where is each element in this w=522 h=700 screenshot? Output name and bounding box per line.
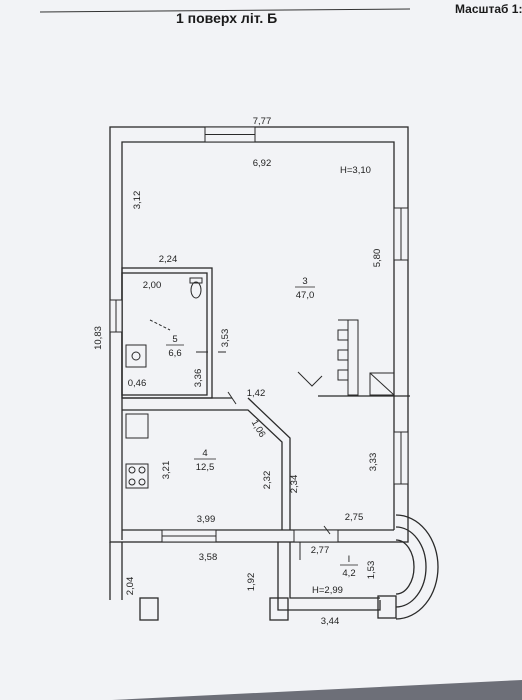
- porch-column-left: [269, 597, 289, 621]
- scale-label: Масштаб 1:: [455, 2, 522, 16]
- tick: [323, 525, 331, 535]
- burner-icon: [128, 478, 136, 486]
- porch-inner-walls: [289, 542, 380, 599]
- room-3-area: 47,0: [296, 290, 315, 301]
- fixtures: [125, 277, 203, 489]
- stair-steps: [337, 319, 349, 390]
- dim-kitchen-right: 2,32: [262, 471, 273, 490]
- dim-porch-right: 1,53: [366, 561, 377, 580]
- dim-hall-bottom: 2,75: [345, 512, 364, 523]
- burner-icon: [138, 466, 146, 474]
- dim-porch-left: 1,92: [246, 573, 257, 592]
- pipe-line: [149, 319, 171, 331]
- room-5-number: 5: [172, 334, 177, 345]
- porch-walls: [277, 542, 381, 611]
- room-I-number: I: [348, 554, 351, 565]
- walls: [109, 126, 439, 621]
- height-main-label: H=3,10: [340, 165, 371, 176]
- dim-bath-width-outer: 2,24: [159, 254, 178, 265]
- tick: [227, 391, 237, 405]
- windows: [109, 126, 409, 560]
- dim-kitchen-left: 3,21: [161, 461, 172, 480]
- dim-hall-left: 2,34: [289, 475, 300, 494]
- stair-arrow: [297, 371, 323, 387]
- dim-inner-width: 6,92: [253, 158, 272, 169]
- room-3-number: 3: [302, 276, 307, 287]
- dimension-ticks: [196, 351, 331, 535]
- burner-icon: [128, 466, 136, 474]
- room-I-area: 4,2: [342, 568, 355, 579]
- dim-right-upper: 5,80: [372, 249, 383, 268]
- sink-icon: [125, 344, 147, 368]
- dim-kitchen-top: 1,42: [247, 388, 266, 399]
- room-4-area: 12,5: [196, 462, 215, 473]
- kitchen-partition: [122, 409, 283, 530]
- outer-wall: [109, 126, 409, 543]
- dim-bath-wall-left: 3,36: [193, 369, 204, 388]
- dim-terrace-height: 2,04: [125, 577, 136, 596]
- porch-steps-outer: [395, 514, 439, 620]
- dim-bath-height: 3,53: [220, 329, 231, 348]
- dim-bath-width-inner: 2,00: [143, 280, 162, 291]
- stair-rail: [347, 319, 359, 396]
- room-5-area: 6,6: [168, 348, 181, 359]
- kitchen-sink-icon: [125, 413, 149, 439]
- terrace-column: [139, 597, 159, 621]
- dim-terrace-width: 3,58: [199, 552, 218, 563]
- door-hall: [293, 529, 339, 543]
- burner-icon: [138, 478, 146, 486]
- plan-title: 1 поверх літ. Б: [176, 10, 278, 26]
- dim-hall-right: 3,33: [368, 453, 379, 472]
- sink-drain-icon: [131, 351, 141, 361]
- dim-outer-width: 7,77: [253, 116, 272, 127]
- toilet-tank-icon: [189, 277, 203, 284]
- room-4-number: 4: [202, 448, 207, 459]
- dim-bottom-width: 3,44: [321, 616, 340, 627]
- dim-left-upper: 3,12: [132, 191, 143, 210]
- porch-steps-inner: [395, 539, 415, 595]
- staircase: [297, 319, 395, 396]
- chimney: [369, 372, 395, 396]
- stove-icon: [125, 463, 149, 489]
- chimney-cross: [369, 372, 395, 396]
- toilet-icon: [190, 281, 202, 299]
- header-rule: [39, 8, 411, 13]
- porch-steps-mid: [395, 526, 427, 608]
- dim-wall-offset: 0,46: [128, 378, 147, 389]
- dim-porch-width: 2,77: [311, 545, 330, 556]
- dim-outer-height: 10,83: [93, 326, 104, 350]
- height-porch-label: H=2,99: [312, 585, 343, 596]
- dim-kitchen-bottom: 3,99: [197, 514, 216, 525]
- kitchen-partition-outer: [247, 397, 291, 530]
- bathroom-inner-walls: [121, 272, 208, 396]
